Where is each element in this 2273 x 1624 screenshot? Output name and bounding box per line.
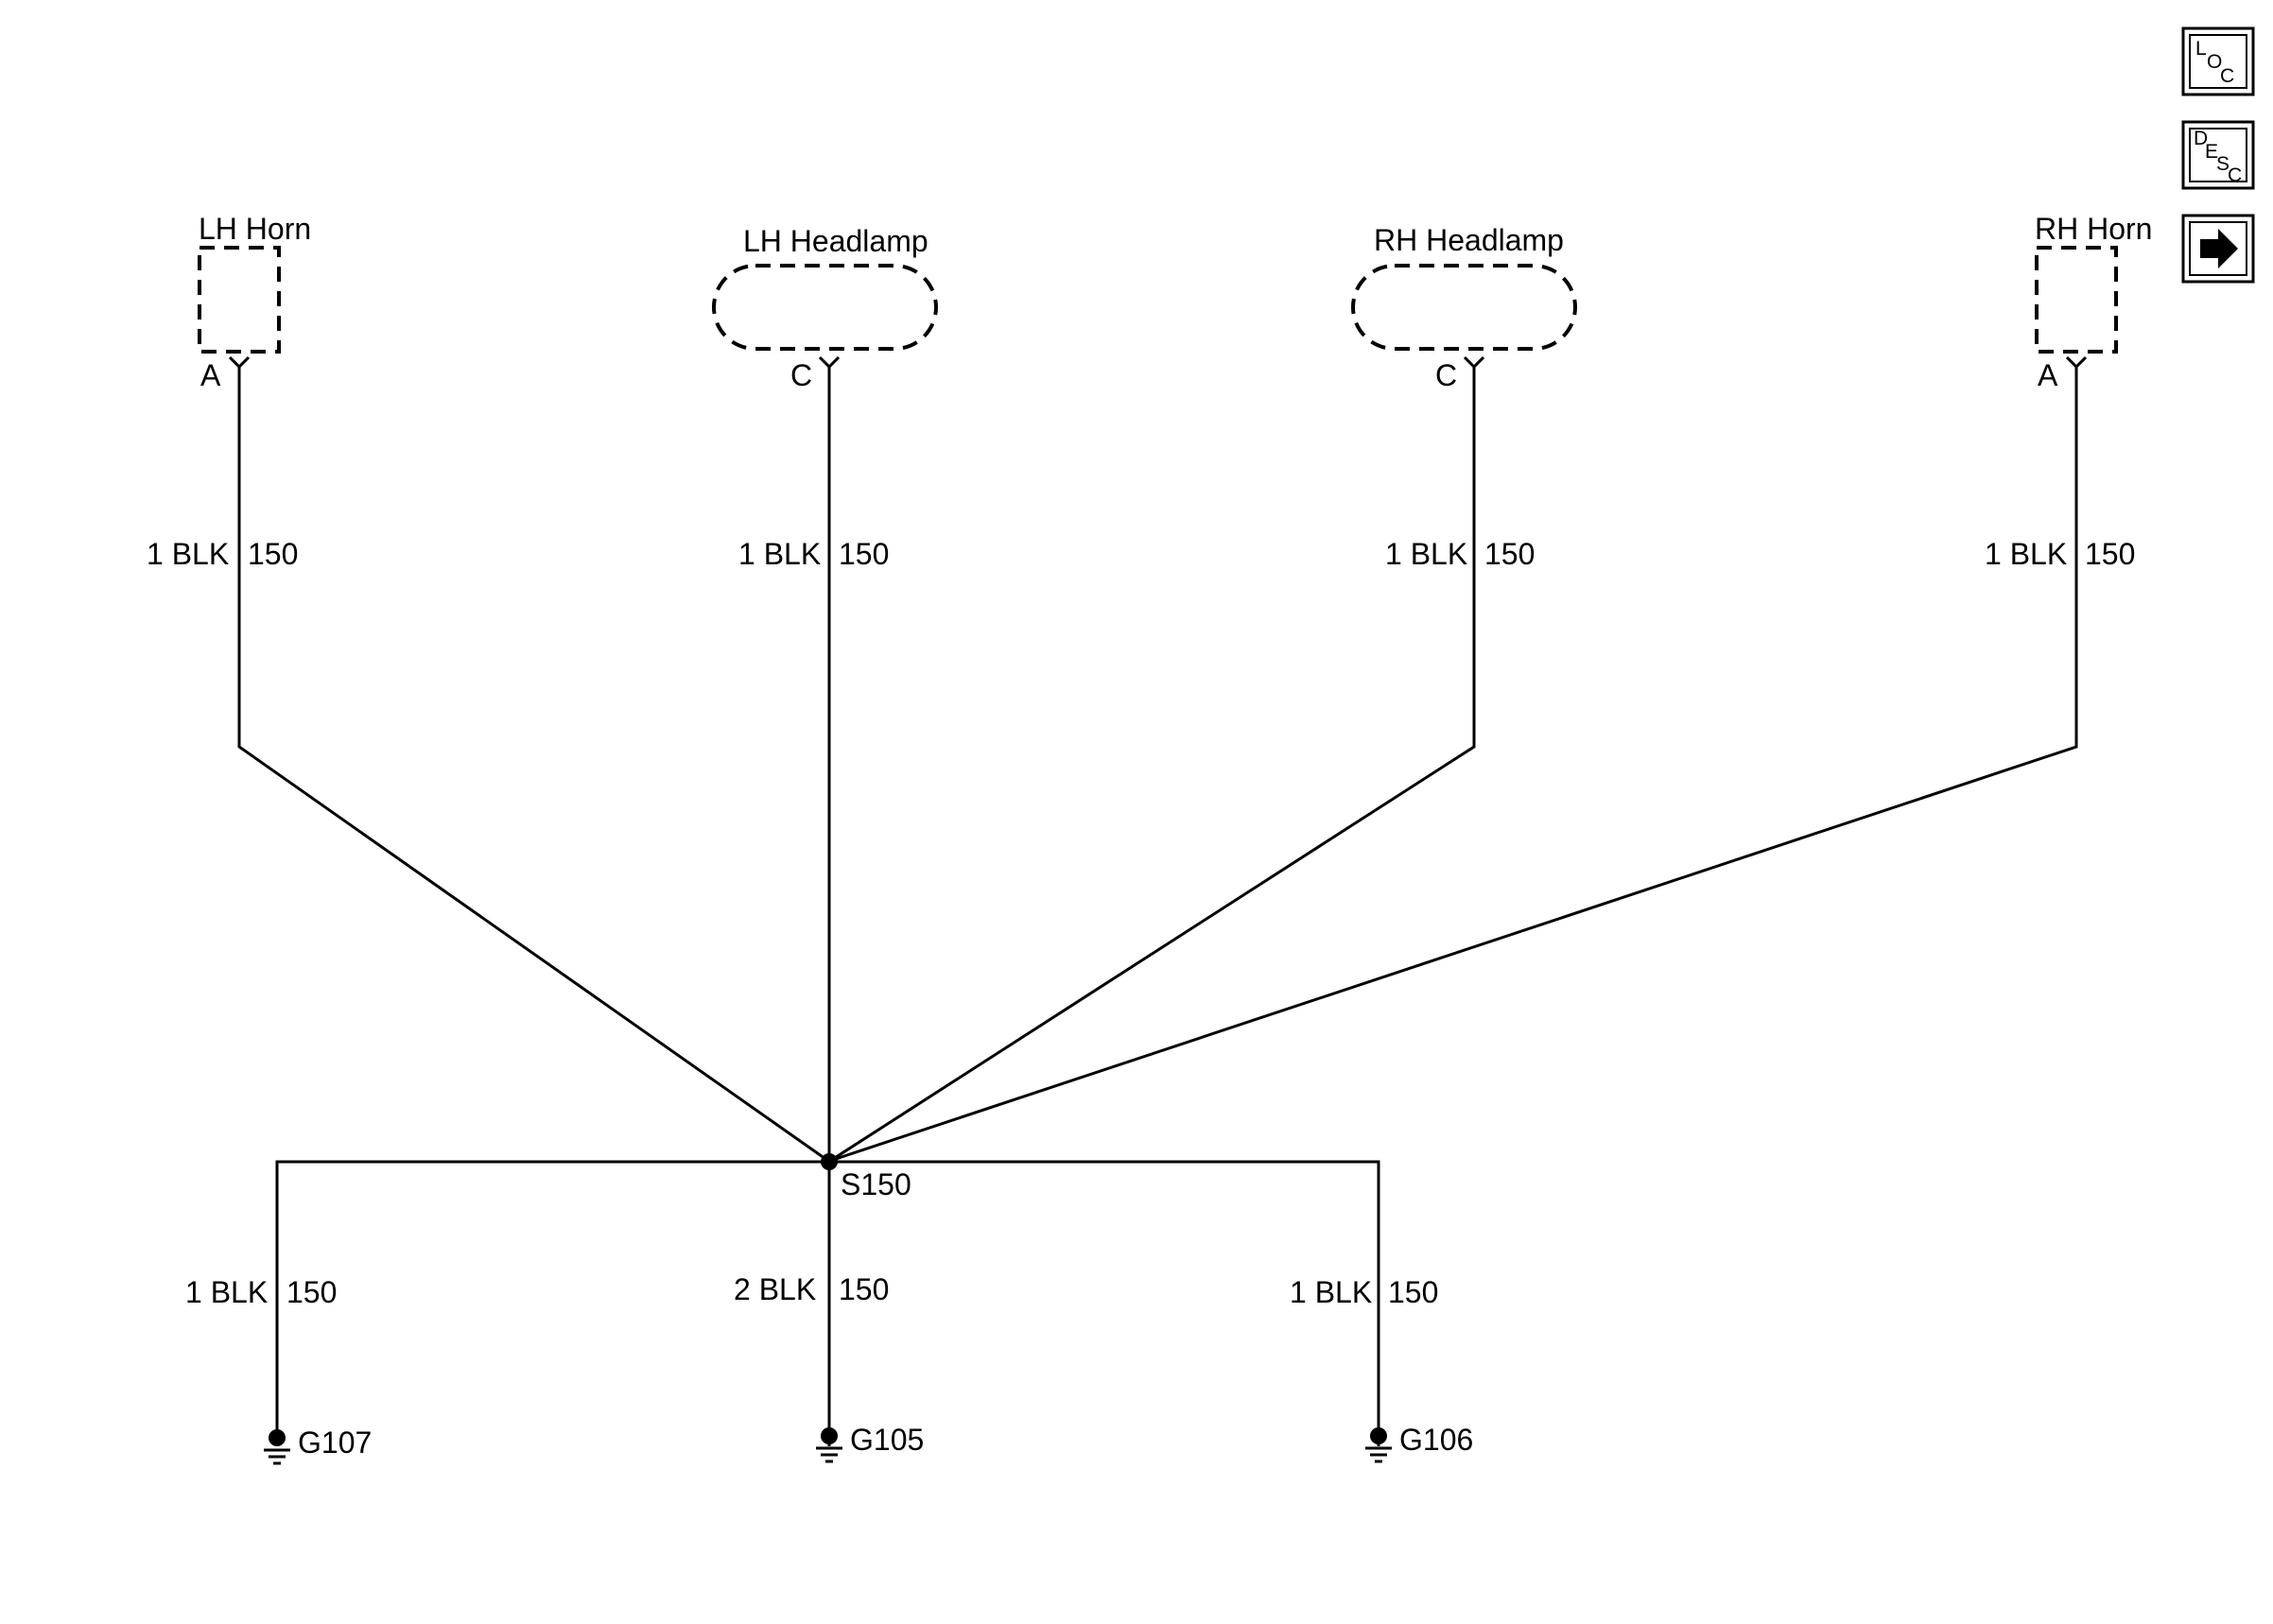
wire-rh-horn-circuit: 150 bbox=[2085, 537, 2135, 571]
loc-button[interactable]: L O C bbox=[2181, 26, 2255, 96]
splice-label: S150 bbox=[841, 1167, 911, 1201]
ground-g107-label: G107 bbox=[298, 1425, 372, 1460]
lh-headlamp-connector-icon bbox=[818, 355, 841, 374]
rh-headlamp-outline bbox=[1351, 264, 1577, 351]
ground-g106-label: G106 bbox=[1399, 1423, 1473, 1457]
ground-g107-icon bbox=[264, 1429, 290, 1465]
ground-g105-label: G105 bbox=[850, 1423, 924, 1457]
desc-button-letter-2: E bbox=[2205, 141, 2218, 163]
loc-button-letter-1: L bbox=[2195, 38, 2207, 60]
ground-g105-icon bbox=[816, 1427, 842, 1463]
rh-horn-component: RH Horn A bbox=[2035, 212, 2152, 392]
next-button[interactable] bbox=[2181, 214, 2255, 284]
wire-rh-horn bbox=[829, 374, 2078, 1163]
wire-lh-horn bbox=[237, 374, 829, 1163]
wire-g106-gauge: 1 BLK bbox=[1290, 1275, 1372, 1309]
lh-headlamp-component: LH Headlamp C bbox=[712, 224, 938, 392]
wire-rh-headlamp-circuit: 150 bbox=[1484, 537, 1535, 571]
rh-horn-connector-icon bbox=[2065, 355, 2088, 374]
wire-g107-circuit: 150 bbox=[286, 1275, 337, 1309]
ground-g106: G106 bbox=[1365, 1423, 1473, 1463]
lh-horn-outline bbox=[198, 246, 281, 354]
ground-g106-icon bbox=[1365, 1427, 1392, 1463]
rh-headlamp-pin: C bbox=[1435, 358, 1457, 392]
wire-lh-headlamp-gauge: 1 BLK bbox=[738, 537, 821, 571]
desc-button[interactable]: D E S C bbox=[2181, 120, 2255, 190]
loc-button-letter-3: C bbox=[2220, 65, 2234, 87]
desc-button-letter-3: S bbox=[2216, 153, 2230, 175]
rh-horn-label: RH Horn bbox=[2035, 212, 2152, 246]
lh-horn-component: LH Horn A bbox=[198, 212, 311, 392]
wire-rh-horn-gauge: 1 BLK bbox=[1985, 537, 2067, 571]
splice-point bbox=[821, 1153, 838, 1170]
wire-g105-circuit: 150 bbox=[839, 1272, 889, 1306]
wire-g106-circuit: 150 bbox=[1388, 1275, 1438, 1309]
lh-headlamp-pin: C bbox=[790, 358, 812, 392]
ground-g105: G105 bbox=[816, 1423, 924, 1463]
lh-horn-pin: A bbox=[200, 358, 221, 392]
wire-lh-horn-circuit: 150 bbox=[248, 537, 298, 571]
wire-rh-headlamp-gauge: 1 BLK bbox=[1385, 537, 1467, 571]
wire-lh-headlamp-circuit: 150 bbox=[839, 537, 889, 571]
ground-g107: G107 bbox=[264, 1425, 372, 1465]
lh-horn-label: LH Horn bbox=[199, 212, 311, 246]
desc-button-letter-4: C bbox=[2228, 164, 2242, 186]
wire-rh-headlamp bbox=[829, 374, 1476, 1163]
wire-lh-horn-gauge: 1 BLK bbox=[147, 537, 229, 571]
rh-headlamp-connector-icon bbox=[1463, 355, 1485, 374]
rh-horn-pin: A bbox=[2038, 358, 2058, 392]
arrow-right-icon bbox=[2200, 229, 2238, 268]
wire-g107-gauge: 1 BLK bbox=[185, 1275, 268, 1309]
rh-horn-outline bbox=[2035, 246, 2118, 354]
lh-horn-connector-icon bbox=[228, 355, 251, 374]
desc-button-letter-1: D bbox=[2194, 128, 2208, 149]
lh-headlamp-label: LH Headlamp bbox=[743, 224, 928, 258]
rh-headlamp-label: RH Headlamp bbox=[1374, 223, 1564, 257]
loc-button-letter-2: O bbox=[2207, 51, 2222, 73]
wire-g105-gauge: 2 BLK bbox=[734, 1272, 816, 1306]
rh-headlamp-component: RH Headlamp C bbox=[1351, 223, 1577, 392]
lh-headlamp-outline bbox=[712, 264, 938, 351]
